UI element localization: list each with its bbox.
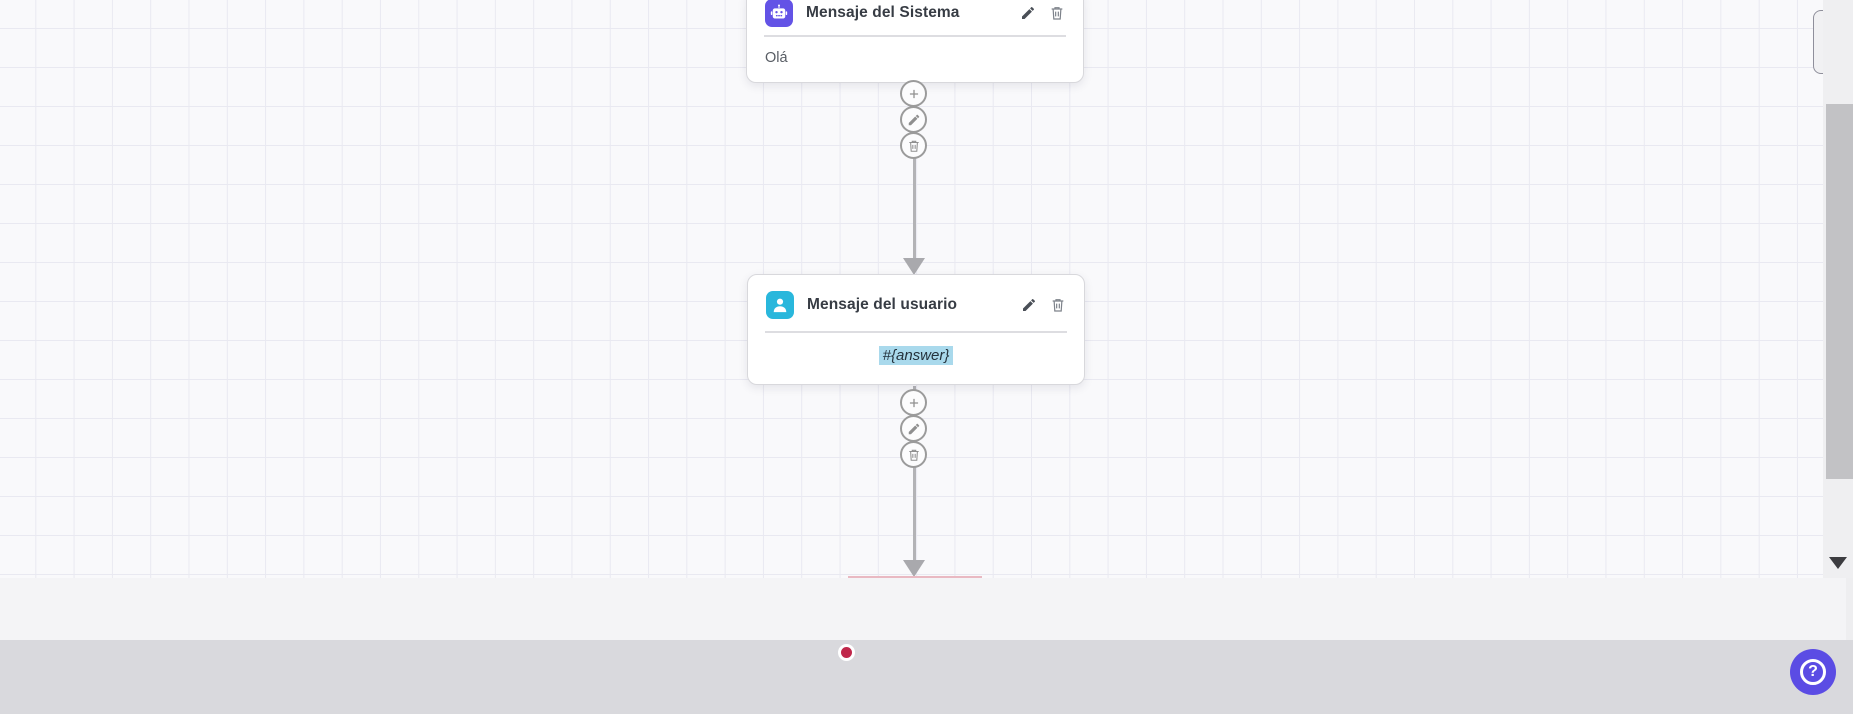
- node-card-system-message[interactable]: Mensaje del Sistema Olá: [746, 0, 1084, 83]
- edit-node-icon[interactable]: [1021, 297, 1037, 313]
- node-content: #{answer}: [748, 333, 1084, 384]
- user-icon: [766, 291, 794, 319]
- node-title: Mensaje del usuario: [807, 296, 958, 313]
- flow-edge-arrowhead: [903, 258, 925, 275]
- edit-step-button[interactable]: [900, 106, 927, 133]
- flow-canvas[interactable]: Mensaje del Sistema Olá: [0, 0, 1853, 578]
- node-card-user-message[interactable]: Mensaje del usuario #{answer}: [747, 274, 1085, 385]
- flow-edge: [912, 78, 916, 260]
- add-step-button[interactable]: [900, 389, 927, 416]
- canvas-scrollbar[interactable]: [1823, 0, 1853, 578]
- scrollbar-down-arrow-icon[interactable]: [1829, 557, 1847, 569]
- bottom-toolbar: Editar Apariencia Recargar Salvar Prueba: [0, 640, 1853, 714]
- flow-edge-arrowhead: [903, 560, 925, 577]
- variable-token[interactable]: #{answer}: [878, 345, 954, 365]
- add-step-button[interactable]: [900, 80, 927, 107]
- question-mark-icon: ?: [1800, 659, 1826, 685]
- delete-step-button[interactable]: [900, 132, 927, 159]
- node-card-header: Mensaje del usuario: [748, 275, 1084, 331]
- scrollbar-thumb[interactable]: [1826, 104, 1853, 479]
- delete-node-icon[interactable]: [1050, 297, 1066, 313]
- card-divider: [764, 35, 1066, 37]
- node-content: Olá: [765, 49, 788, 66]
- delete-step-button[interactable]: [900, 441, 927, 468]
- next-node-edge-hint: [848, 576, 982, 578]
- delete-node-icon[interactable]: [1049, 5, 1065, 21]
- help-button[interactable]: ?: [1790, 649, 1836, 695]
- edit-step-button[interactable]: [900, 415, 927, 442]
- edit-node-icon[interactable]: [1020, 5, 1036, 21]
- robot-icon: [765, 0, 793, 27]
- canvas-lower-strip: [0, 578, 1853, 640]
- connector-actions: [900, 80, 927, 159]
- node-title: Mensaje del Sistema: [806, 4, 960, 21]
- card-divider: [765, 331, 1067, 333]
- unsaved-changes-badge: [838, 644, 855, 661]
- flow-edge: [912, 386, 916, 562]
- node-card-header: Mensaje del Sistema: [747, 0, 1083, 35]
- connector-actions: [900, 389, 927, 468]
